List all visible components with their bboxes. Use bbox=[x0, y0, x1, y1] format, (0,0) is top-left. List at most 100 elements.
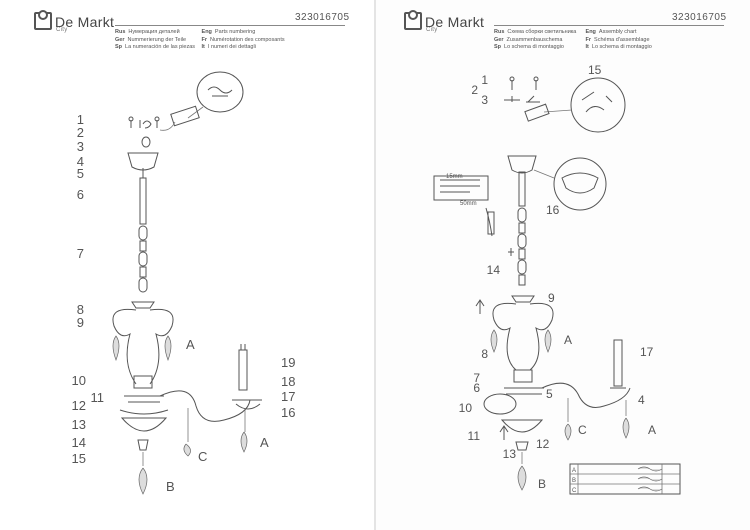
part-label-12: 12 bbox=[72, 398, 86, 413]
crystal-label-b: B bbox=[166, 479, 175, 494]
part-label-11: 11 bbox=[91, 390, 105, 405]
part-label-19: 19 bbox=[281, 355, 295, 370]
page-fold bbox=[374, 0, 376, 530]
chandelier-frame bbox=[112, 301, 262, 451]
crystal-label-b: B bbox=[538, 477, 546, 491]
crystal-label-a-lower: A bbox=[648, 423, 656, 437]
part-label-16: 16 bbox=[281, 405, 295, 420]
legend-row-b: B bbox=[572, 478, 576, 484]
dimension-detail: 15mm 50mm bbox=[433, 174, 495, 237]
parts-diagram: 1 2 3 4 5 6 7 8 9 10 11 12 13 14 15 16 1… bbox=[72, 71, 295, 495]
part-label-9: 9 bbox=[77, 315, 84, 330]
part-label-18: 18 bbox=[281, 374, 295, 389]
part-label-14: 14 bbox=[72, 435, 86, 450]
brand-city-right: City bbox=[426, 27, 438, 33]
brand-logo-right: De Markt City bbox=[404, 10, 485, 33]
crystal-pendants bbox=[112, 335, 248, 495]
part-label-6: 6 bbox=[77, 187, 84, 202]
mounting-hardware bbox=[128, 116, 176, 148]
assembly-diagram: 15mm 50mm bbox=[433, 63, 681, 495]
legend-row-a: A bbox=[572, 468, 576, 474]
crystal-label-c: C bbox=[198, 449, 207, 464]
step-label-14: 14 bbox=[487, 263, 501, 277]
ceiling-canopy bbox=[127, 152, 159, 171]
step-label-1: 1 bbox=[481, 73, 488, 87]
brand-name-right: De Markt bbox=[425, 14, 485, 30]
brand-city: City bbox=[56, 27, 68, 33]
part-label-17: 17 bbox=[281, 389, 295, 404]
chandelier-frame bbox=[475, 248, 631, 451]
header-divider-right bbox=[494, 25, 724, 26]
part-label-3: 3 bbox=[77, 139, 84, 154]
step-label-6: 6 bbox=[473, 381, 480, 395]
part-label-2: 2 bbox=[77, 125, 84, 140]
dimension-15mm: 15mm bbox=[446, 174, 463, 180]
part-label-5: 5 bbox=[77, 166, 84, 181]
crystal-label-a-lower: A bbox=[260, 435, 269, 450]
legend-row-c: C bbox=[572, 488, 577, 494]
step-label-11: 11 bbox=[468, 429, 481, 443]
part-label-10: 10 bbox=[72, 373, 86, 388]
leader-lines bbox=[92, 119, 264, 486]
step-number-labels: 1 2 3 4 5 6 7 8 9 10 11 12 13 14 15 16 1… bbox=[459, 63, 656, 491]
crystal-legend-table: A B C bbox=[569, 463, 681, 495]
wiring-detail-inset bbox=[170, 71, 244, 127]
step-label-3: 3 bbox=[481, 93, 488, 107]
crystal-pendants bbox=[490, 329, 630, 491]
suspension-chain bbox=[517, 171, 527, 286]
brand-logo-icon bbox=[34, 10, 52, 30]
step-label-2: 2 bbox=[471, 83, 478, 97]
part-label-8: 8 bbox=[77, 302, 84, 317]
step-label-12: 12 bbox=[536, 437, 550, 451]
brand-logo: De Markt City bbox=[34, 10, 115, 33]
part-label-15: 15 bbox=[72, 451, 86, 466]
mounting-hardware bbox=[504, 76, 540, 103]
step-label-5: 5 bbox=[546, 387, 553, 401]
crystal-label-a-upper: A bbox=[564, 333, 572, 347]
part-label-7: 7 bbox=[77, 246, 84, 261]
product-code: 323016705 bbox=[295, 12, 350, 23]
step-label-15: 15 bbox=[588, 63, 602, 77]
step-label-13: 13 bbox=[503, 447, 517, 461]
step-label-9: 9 bbox=[548, 291, 555, 305]
dimension-50mm: 50mm bbox=[460, 201, 477, 207]
step-label-4: 4 bbox=[638, 393, 645, 407]
part-label-4: 4 bbox=[77, 154, 84, 169]
part-label-1: 1 bbox=[77, 112, 84, 127]
suspension-chain bbox=[138, 168, 148, 293]
brand-name: De Markt bbox=[55, 14, 115, 30]
step-label-7: 7 bbox=[473, 371, 480, 385]
crystal-label-a-upper: A bbox=[186, 337, 195, 352]
wiring-detail-inset bbox=[524, 77, 626, 133]
step-label-10: 10 bbox=[459, 401, 473, 415]
step-label-16: 16 bbox=[546, 203, 560, 217]
brand-logo-icon-right bbox=[404, 10, 422, 30]
ceiling-canopy bbox=[507, 155, 537, 174]
product-code-right: 323016705 bbox=[672, 12, 727, 23]
part-label-13: 13 bbox=[72, 417, 86, 432]
leader-lines bbox=[474, 72, 646, 484]
step-label-17: 17 bbox=[640, 345, 654, 359]
step-label-8: 8 bbox=[481, 347, 488, 361]
header-divider bbox=[115, 25, 345, 26]
crystal-label-c: C bbox=[578, 423, 587, 437]
